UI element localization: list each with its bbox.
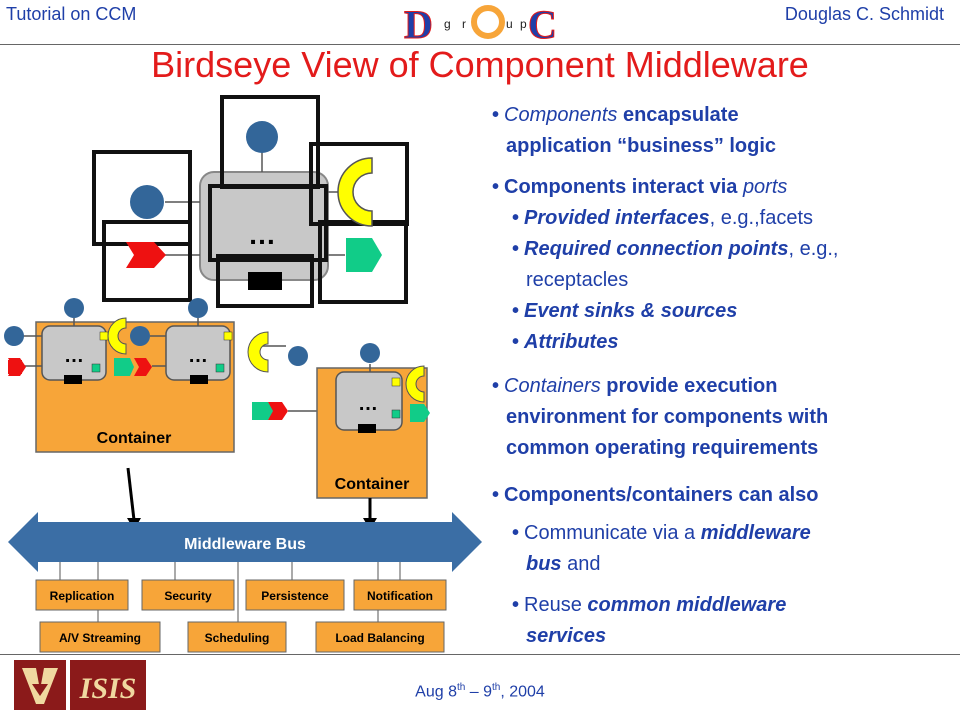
bullet-middleware-bus: •Communicate via a middleware bus and xyxy=(512,522,811,575)
middleware-bus: Middleware Bus xyxy=(8,512,482,625)
big-receptacle-circle-icon xyxy=(246,121,278,153)
svg-text:u: u xyxy=(506,17,513,31)
svg-text:Container: Container xyxy=(335,476,410,493)
bullet-components-containers: •Components/containers can also xyxy=(492,484,819,506)
svg-text:Persistence: Persistence xyxy=(261,589,329,603)
svg-text:ISIS: ISIS xyxy=(79,672,137,705)
svg-text:Notification: Notification xyxy=(367,589,433,603)
header-divider xyxy=(0,44,960,45)
big-component: … xyxy=(92,95,409,308)
svg-text:g: g xyxy=(444,17,451,31)
svg-text:…: … xyxy=(248,219,276,250)
big-event-sink-icon xyxy=(346,238,382,272)
bullet-components-encapsulate: •Components encapsulate application “bus… xyxy=(492,104,777,157)
svg-text:Replication: Replication xyxy=(50,589,115,603)
svg-text:D: D xyxy=(404,2,433,44)
svg-text:Security: Security xyxy=(164,589,212,603)
big-receptacle-circle-icon xyxy=(130,185,164,219)
middleware-services: Replication Security Persistence Notific… xyxy=(35,579,447,653)
svg-text:Middleware Bus: Middleware Bus xyxy=(184,536,306,553)
bullet-containers: •Containers provide execution environmen… xyxy=(492,375,829,459)
big-attribute-icon xyxy=(248,272,282,290)
vanderbilt-logo xyxy=(14,660,66,710)
svg-text:Load Balancing: Load Balancing xyxy=(335,631,424,645)
bullet-event-sinks-sources: •Event sinks & sources xyxy=(512,300,738,322)
footer-date: Aug 8th – 9th, 2004 xyxy=(415,682,545,701)
header-author: Douglas C. Schmidt xyxy=(784,4,944,24)
big-event-source-icon xyxy=(126,242,166,268)
svg-text:r: r xyxy=(462,17,466,31)
header-left-title: Tutorial on CCM xyxy=(6,4,137,24)
container-2: Container … xyxy=(316,343,430,499)
svg-text:…: … xyxy=(358,393,378,415)
bullet-required-connection-points: •Required connection points, e.g., recep… xyxy=(512,238,839,291)
svg-text:Container: Container xyxy=(97,430,172,447)
bullet-ports: •Components interact via ports xyxy=(492,176,788,198)
svg-text:C: C xyxy=(528,2,557,44)
bullet-provided-interfaces: •Provided interfaces, e.g.,facets xyxy=(512,207,814,229)
big-facet-icon xyxy=(337,157,373,227)
svg-text:p: p xyxy=(520,17,527,31)
svg-text:…: … xyxy=(64,345,84,367)
footer-divider xyxy=(0,654,960,655)
container-1: Container … … xyxy=(4,298,235,453)
bullet-middleware-services: •Reuse common middleware services xyxy=(512,594,787,647)
component-diagram: … Container … … xyxy=(4,95,482,653)
svg-text:Scheduling: Scheduling xyxy=(205,631,270,645)
svg-text:…: … xyxy=(188,345,208,367)
doc-group-logo: D g r u p C xyxy=(404,2,558,44)
svg-text:A/V Streaming: A/V Streaming xyxy=(59,631,141,645)
bullet-attributes: •Attributes xyxy=(512,331,619,353)
slide-title: Birdseye View of Component Middleware xyxy=(151,44,809,85)
isis-logo: ISIS xyxy=(70,660,146,710)
